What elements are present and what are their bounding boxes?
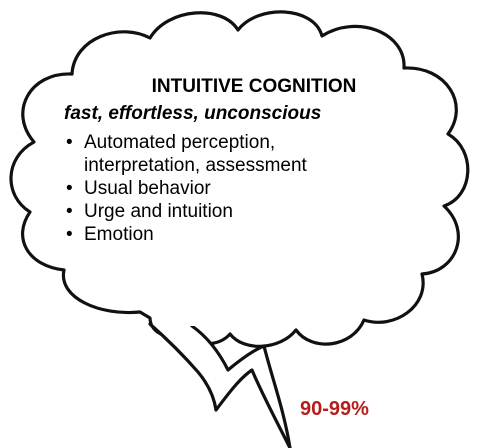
cloud-outline — [9, 10, 470, 348]
list-item: • Usual behavior — [64, 177, 307, 200]
list-item: interpretation, assessment — [64, 154, 307, 177]
list-item-text: interpretation, assessment — [84, 155, 307, 176]
bubble-subtitle: fast, effortless, unconscious — [64, 103, 322, 124]
list-item-text: Emotion — [84, 224, 154, 245]
lightning-tail — [148, 322, 292, 448]
percentage-label: 90-99% — [300, 398, 369, 420]
bubble-title: INTUITIVE COGNITION — [151, 76, 357, 97]
list-item: • Urge and intuition — [64, 200, 307, 223]
list-item-text: Automated perception, — [84, 132, 276, 153]
list-item: • Emotion — [64, 223, 307, 246]
tail-seam-cover — [156, 316, 196, 326]
bullet-marker: • — [66, 132, 73, 153]
list-item-text: Urge and intuition — [84, 201, 233, 222]
bullet-marker: • — [66, 178, 73, 199]
bullet-marker: • — [66, 224, 73, 245]
list-item-text: Usual behavior — [84, 178, 211, 199]
bullet-marker: • — [66, 201, 73, 222]
list-item: • Automated perception, — [64, 131, 307, 154]
bullet-list: • Automated perception, interpretation, … — [64, 131, 307, 246]
